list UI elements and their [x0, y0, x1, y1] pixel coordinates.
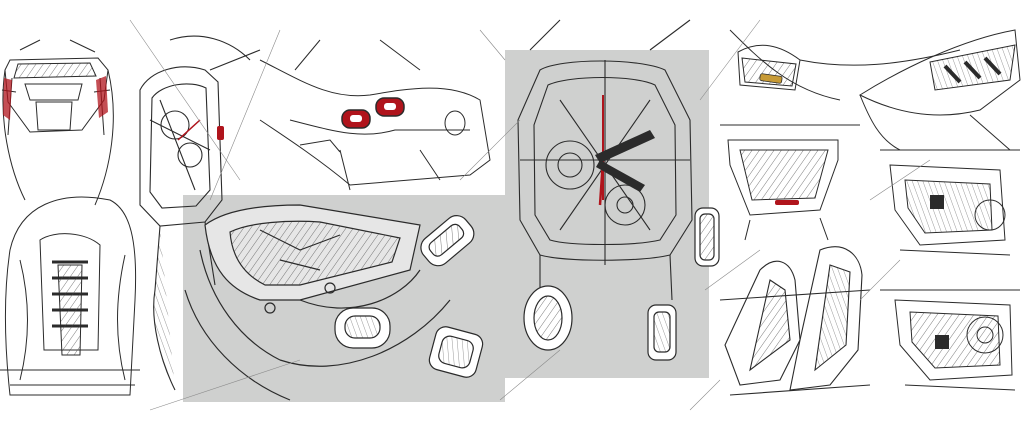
- sketch-car-rear-top: [1, 39, 114, 206]
- tail-light-inner-left: [350, 115, 362, 122]
- construction-lines: [129, 19, 931, 411]
- sketch-car-bonnet: [729, 29, 961, 101]
- gold-badge: [759, 73, 783, 84]
- sketch-watch-case-closeup: [184, 204, 451, 401]
- sketch-seats: [719, 246, 871, 396]
- sketch-car-side-vents: [858, 29, 1021, 151]
- sketch-pushers: [420, 215, 484, 378]
- sketch-door-panel: [880, 149, 1020, 256]
- sketch-door-panel-lower: [880, 289, 1020, 391]
- sketch-car-front: [0, 196, 140, 396]
- horse-badge-lower: [935, 335, 949, 349]
- sketch-car-rear-view: [720, 124, 860, 241]
- red-accent-left: [3, 78, 12, 120]
- sketch-watch-side: [139, 35, 261, 391]
- sketch-car-rear-quarter: [259, 39, 491, 191]
- watch-hand-dark-2: [596, 160, 645, 192]
- horse-badge: [930, 195, 944, 209]
- watch-hand-dark: [595, 130, 655, 163]
- sketch-crowns: [523, 207, 720, 361]
- red-accent-right: [96, 76, 108, 118]
- watch-crown-red: [217, 126, 224, 140]
- watch-hand-red: [177, 119, 201, 141]
- tail-light-inner-right: [384, 103, 396, 110]
- rear-light-bar-red: [775, 200, 799, 205]
